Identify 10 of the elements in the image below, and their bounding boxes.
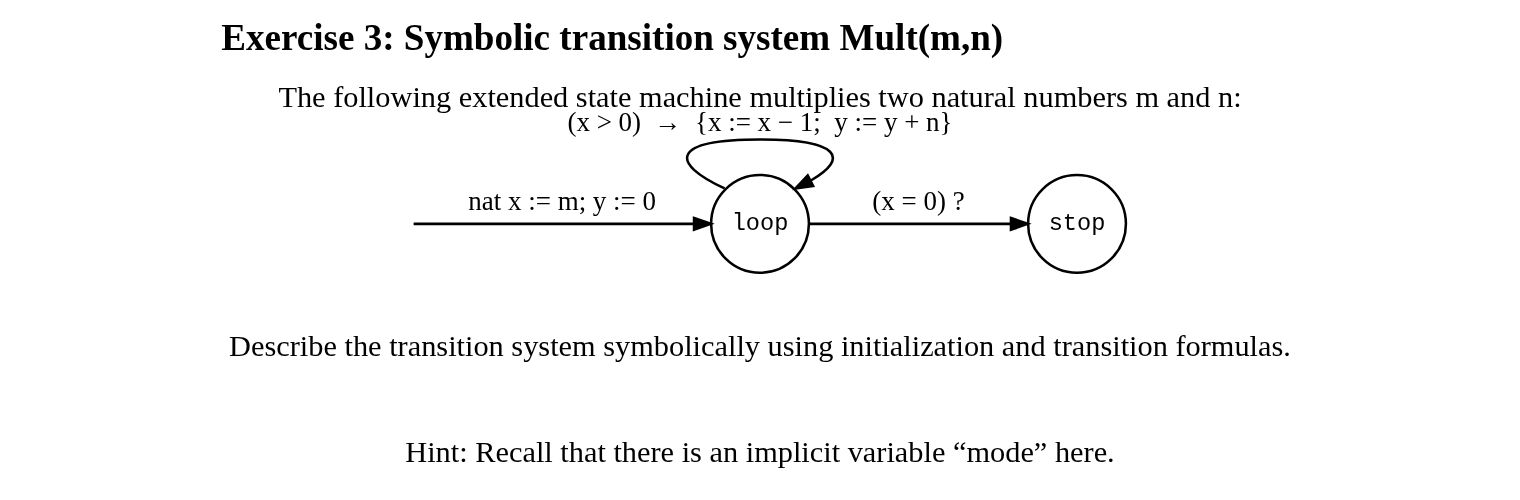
arrow xyxy=(686,138,834,191)
label: Hint: Recall that there is an implicit variable “mode” here. xyxy=(405,435,1115,470)
edge-label: nat x := m; y := 0 xyxy=(468,186,657,217)
node-circle: stop xyxy=(1026,173,1128,275)
edge-label: (x = 0) ? xyxy=(872,186,965,217)
node-circle: loop xyxy=(709,173,811,275)
diagram-title: Exercise 3: Symbolic transition system Mult(m,n) xyxy=(221,16,1004,58)
label: Describe the transition system symbolically using initialization and transition formulas. xyxy=(229,329,1291,364)
arrow xyxy=(413,216,715,232)
arrow xyxy=(809,216,1032,232)
